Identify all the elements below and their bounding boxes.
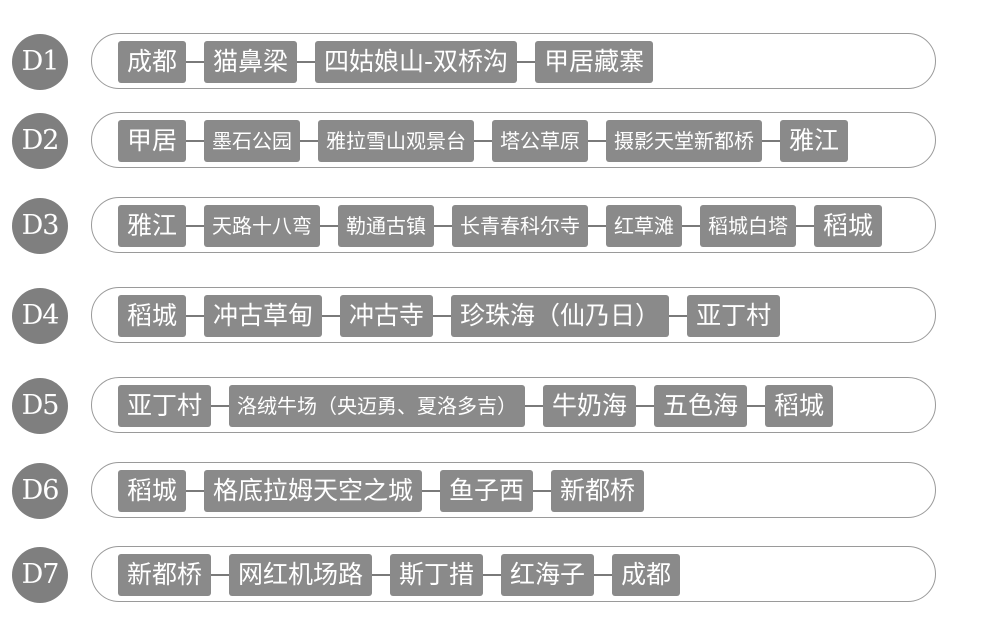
route-stop: 四姑娘山-双桥沟	[315, 41, 518, 83]
route-chain: 稻城 冲古草甸 冲古寺 珍珠海（仙乃日） 亚丁村	[118, 295, 781, 337]
route-stop: 雅江	[118, 205, 187, 247]
route-stop: 墨石公园	[204, 120, 301, 162]
route-stop: 猫鼻梁	[204, 41, 298, 83]
route-connector	[636, 405, 655, 407]
route-stop: 稻城	[118, 470, 187, 512]
route-stop: 摄影天堂新都桥	[606, 120, 763, 162]
route-connector	[762, 140, 781, 142]
day-badge: D1	[12, 34, 68, 90]
day-row-d1: D1 成都 猫鼻梁 四姑娘山-双桥沟 甲居藏寨	[0, 30, 1006, 90]
route-stop: 洛绒牛场（央迈勇、夏洛多吉）	[229, 385, 526, 427]
route-stop: 甲居藏寨	[535, 41, 654, 83]
route-stop: 鱼子西	[440, 470, 534, 512]
route-connector	[796, 225, 815, 227]
route-stop: 成都	[118, 41, 187, 83]
route-stop: 网红机场路	[229, 554, 373, 596]
route-stop: 甲居	[118, 120, 187, 162]
route-stop: 珍珠海（仙乃日）	[451, 295, 670, 337]
day-badge: D3	[12, 198, 68, 254]
route-stop: 牛奶海	[543, 385, 637, 427]
route-connector	[682, 225, 701, 227]
route-connector	[186, 225, 205, 227]
route-connector	[186, 140, 205, 142]
route-connector	[533, 490, 552, 492]
route-connector	[594, 574, 613, 576]
day-row-d6: D6 稻城 格底拉姆天空之城 鱼子西 新都桥	[0, 459, 1006, 519]
route-stop: 稻城	[118, 295, 187, 337]
route-stop: 格底拉姆天空之城	[204, 470, 423, 512]
route-connector	[211, 574, 230, 576]
route-connector	[300, 140, 319, 142]
route-stop: 塔公草原	[492, 120, 589, 162]
route-stop: 稻城	[765, 385, 834, 427]
day-badge: D7	[12, 547, 68, 603]
route-connector	[433, 315, 452, 317]
route-stop: 五色海	[654, 385, 748, 427]
route-connector	[434, 225, 453, 227]
route-connector	[525, 405, 544, 407]
route-stop: 新都桥	[551, 470, 645, 512]
route-stop: 新都桥	[118, 554, 212, 596]
day-row-d4: D4 稻城 冲古草甸 冲古寺 珍珠海（仙乃日） 亚丁村	[0, 284, 1006, 344]
day-row-d5: D5 亚丁村 洛绒牛场（央迈勇、夏洛多吉） 牛奶海 五色海 稻城	[0, 374, 1006, 434]
route-chain: 新都桥 网红机场路 斯丁措 红海子 成都	[118, 554, 681, 596]
route-stop: 长青春科尔寺	[452, 205, 589, 247]
day-badge: D6	[12, 463, 68, 519]
route-connector	[322, 315, 341, 317]
route-connector	[422, 490, 441, 492]
route-stop: 冲古寺	[340, 295, 434, 337]
route-connector	[297, 61, 316, 63]
day-row-d3: D3 雅江 天路十八弯 勒通古镇 长青春科尔寺 红草滩 稻城白塔 稻城	[0, 194, 1006, 254]
route-stop: 天路十八弯	[204, 205, 321, 247]
route-stop: 勒通古镇	[338, 205, 435, 247]
route-chain: 雅江 天路十八弯 勒通古镇 长青春科尔寺 红草滩 稻城白塔 稻城	[118, 205, 883, 247]
route-chain: 稻城 格底拉姆天空之城 鱼子西 新都桥	[118, 470, 645, 512]
route-connector	[211, 405, 230, 407]
route-connector	[517, 61, 536, 63]
route-chain: 甲居 墨石公园 雅拉雪山观景台 塔公草原 摄影天堂新都桥 雅江	[118, 120, 849, 162]
route-connector	[588, 225, 607, 227]
route-connector	[372, 574, 391, 576]
day-badge: D2	[12, 113, 68, 169]
route-stop: 红草滩	[606, 205, 683, 247]
route-stop: 稻城白塔	[700, 205, 797, 247]
route-stop: 亚丁村	[118, 385, 212, 427]
route-connector	[747, 405, 766, 407]
route-stop: 雅拉雪山观景台	[318, 120, 475, 162]
route-connector	[186, 61, 205, 63]
route-chain: 成都 猫鼻梁 四姑娘山-双桥沟 甲居藏寨	[118, 41, 654, 83]
route-stop: 雅江	[780, 120, 849, 162]
route-connector	[669, 315, 688, 317]
route-stop: 红海子	[501, 554, 595, 596]
day-row-d7: D7 新都桥 网红机场路 斯丁措 红海子 成都	[0, 543, 1006, 603]
route-stop: 斯丁措	[390, 554, 484, 596]
day-badge: D5	[12, 378, 68, 434]
route-connector	[483, 574, 502, 576]
route-connector	[474, 140, 493, 142]
route-stop: 稻城	[814, 205, 883, 247]
day-row-d2: D2 甲居 墨石公园 雅拉雪山观景台 塔公草原 摄影天堂新都桥 雅江	[0, 109, 1006, 169]
route-stop: 成都	[612, 554, 681, 596]
route-chain: 亚丁村 洛绒牛场（央迈勇、夏洛多吉） 牛奶海 五色海 稻城	[118, 385, 834, 427]
day-badge: D4	[12, 288, 68, 344]
route-connector	[186, 490, 205, 492]
route-connector	[186, 315, 205, 317]
route-connector	[320, 225, 339, 227]
route-connector	[588, 140, 607, 142]
route-stop: 亚丁村	[687, 295, 781, 337]
route-stop: 冲古草甸	[204, 295, 323, 337]
